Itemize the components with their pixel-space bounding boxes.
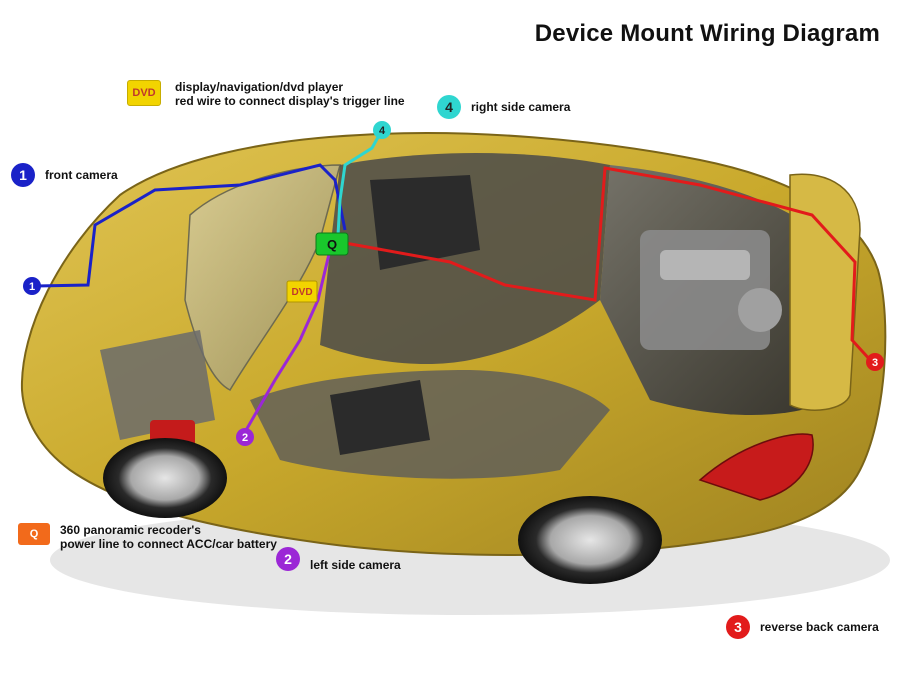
reverse-camera-marker: 3 xyxy=(866,353,884,371)
reverse-camera-wire xyxy=(344,166,874,364)
svg-text:3: 3 xyxy=(872,357,878,369)
engine-block xyxy=(640,230,770,350)
legend-dvd: DVD display/navigation/dvd player red wi… xyxy=(127,80,405,108)
dvd-marker: DVD xyxy=(286,280,318,303)
taillight xyxy=(698,433,814,501)
cabin-floor xyxy=(250,370,610,479)
legend-front-camera: 1 front camera xyxy=(11,163,118,187)
left-camera-badge-label: 2 xyxy=(284,551,292,567)
right-camera-marker: 4 xyxy=(373,121,391,139)
svg-text:4: 4 xyxy=(379,125,386,137)
seat-left xyxy=(330,380,430,455)
legend-recorder-text: 360 panoramic recoder's power line to co… xyxy=(60,523,277,551)
legend-left-camera-label: left side camera xyxy=(310,558,401,572)
legend-reverse-camera-label: reverse back camera xyxy=(760,620,879,634)
legend-dvd-text: display/navigation/dvd player red wire t… xyxy=(175,80,405,108)
legend-reverse-camera: 3 reverse back camera xyxy=(726,615,879,639)
diagram-title: Device Mount Wiring Diagram xyxy=(534,20,880,47)
front-camera-badge: 1 xyxy=(11,163,35,187)
recorder-marker: Q xyxy=(315,232,349,256)
rear-wheel xyxy=(518,496,662,584)
right-camera-wire xyxy=(336,129,384,236)
legend-recorder-line2: power line to connect ACC/car battery xyxy=(60,537,277,551)
right-camera-badge: 4 xyxy=(437,95,461,119)
front-wheel xyxy=(103,438,227,518)
legend-recorder: Q 360 panoramic recoder's power line to … xyxy=(18,523,277,551)
engine-detail xyxy=(660,250,750,280)
svg-text:Q: Q xyxy=(327,237,337,252)
left-camera-marker: 2 xyxy=(236,428,254,446)
recorder-badge-label: Q xyxy=(29,528,39,540)
dvd-badge: DVD xyxy=(127,80,161,106)
legend-right-camera: 4 right side camera xyxy=(437,95,570,119)
front-suspension xyxy=(100,330,215,440)
legend-recorder-line1: 360 panoramic recoder's xyxy=(60,523,201,537)
svg-text:1: 1 xyxy=(29,281,35,293)
legend-front-camera-label: front camera xyxy=(45,168,118,182)
legend-left-camera: 2 left side camera xyxy=(276,546,401,572)
front-camera-marker: 1 xyxy=(23,277,41,295)
svg-text:2: 2 xyxy=(242,432,248,444)
front-camera-wire xyxy=(35,163,347,288)
legend-dvd-line1: display/navigation/dvd player xyxy=(175,80,344,94)
left-camera-wire xyxy=(243,249,332,433)
seat-right xyxy=(370,175,480,270)
reverse-camera-badge-label: 3 xyxy=(734,619,742,635)
rear-spoiler xyxy=(789,173,861,411)
legend-dvd-line2: red wire to connect display's trigger li… xyxy=(175,94,405,108)
svg-text:DVD: DVD xyxy=(291,287,312,298)
right-camera-badge-label: 4 xyxy=(445,99,453,115)
engine-part xyxy=(738,288,782,332)
reverse-camera-badge: 3 xyxy=(726,615,750,639)
recorder-badge: Q xyxy=(18,523,50,545)
legend-right-camera-label: right side camera xyxy=(471,100,571,114)
front-camera-badge-label: 1 xyxy=(19,167,27,183)
left-camera-badge: 2 xyxy=(276,547,300,571)
dvd-badge-label: DVD xyxy=(132,87,156,99)
